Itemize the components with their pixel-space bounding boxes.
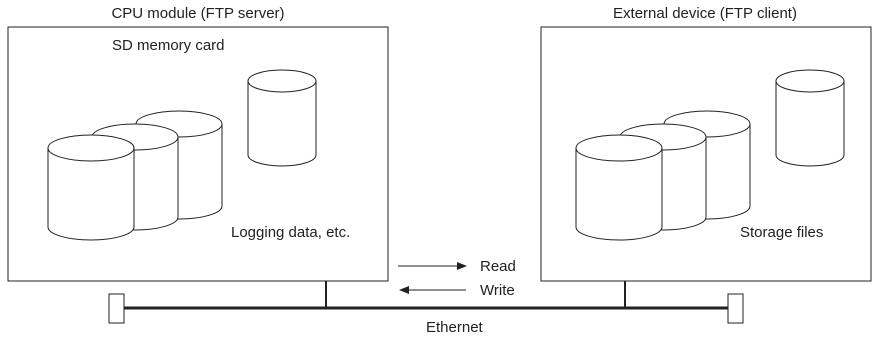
- ethernet-label: Ethernet: [426, 319, 484, 336]
- write-label: Write: [480, 282, 515, 299]
- database-icon: [47, 134, 135, 241]
- cpu-module-box: SD memory card Logging data, etc.: [7, 26, 389, 282]
- sd-memory-card-label: SD memory card: [112, 37, 225, 54]
- read-arrow: Read: [398, 258, 516, 275]
- read-label: Read: [480, 258, 516, 275]
- ethernet-bus: Ethernet: [108, 281, 744, 336]
- cpu-module-title: CPU module (FTP server): [111, 5, 284, 22]
- write-arrow: Write: [399, 282, 515, 299]
- storage-files-caption: Storage files: [740, 224, 823, 241]
- terminator-left: [108, 293, 125, 324]
- terminator-right: [727, 293, 744, 324]
- logging-data-caption: Logging data, etc.: [231, 224, 350, 241]
- database-icon: [247, 69, 317, 167]
- external-device-box: Storage files: [540, 26, 872, 282]
- database-icon: [775, 69, 845, 167]
- external-device-title: External device (FTP client): [613, 5, 797, 22]
- database-icon: [575, 134, 663, 241]
